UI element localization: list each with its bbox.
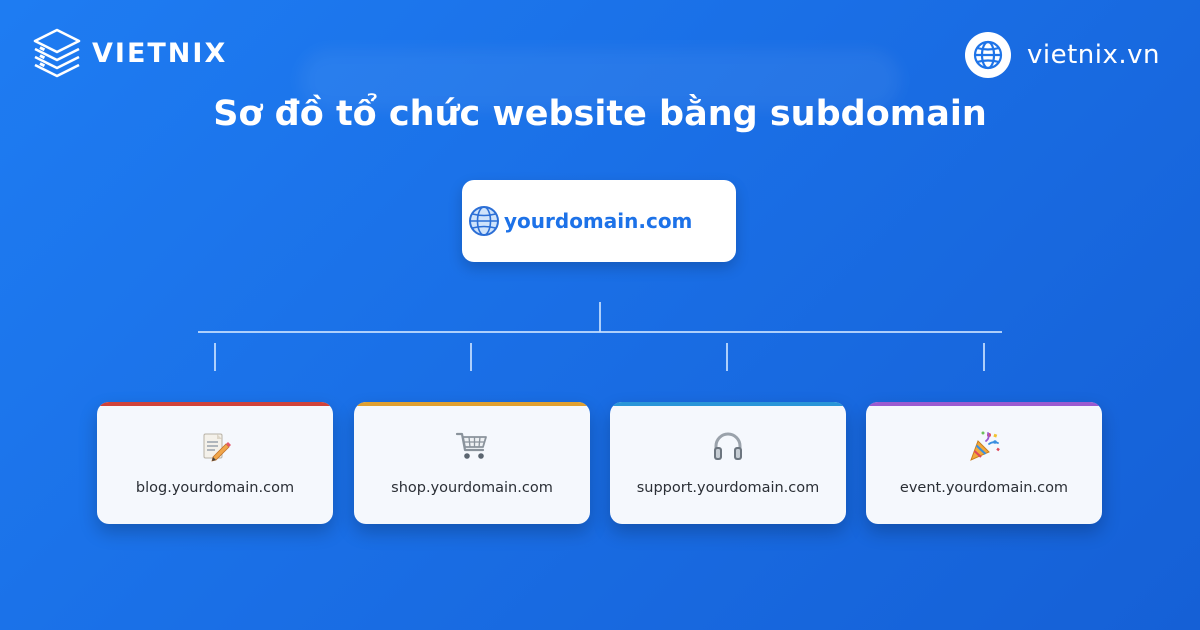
site-url[interactable]: vietnix.vn <box>964 32 1160 78</box>
connector-branch <box>214 343 216 371</box>
memo-pencil-icon <box>97 428 333 464</box>
page-title: Sơ đồ tổ chức website bằng subdomain <box>213 94 987 134</box>
subdomain-card-support: support.yourdomain.com <box>610 402 846 524</box>
root-domain-node: yourdomain.com <box>462 180 736 262</box>
subdomain-label: shop.yourdomain.com <box>391 480 553 496</box>
subdomain-label: support.yourdomain.com <box>636 480 820 496</box>
stacked-layers-icon <box>30 26 84 80</box>
globe-icon <box>964 32 1011 78</box>
shopping-cart-icon <box>354 428 590 464</box>
connector-branch <box>726 343 728 371</box>
subdomain-card-blog: blog.yourdomain.com <box>97 402 333 524</box>
card-accent-bar <box>610 402 846 406</box>
site-url-text: vietnix.vn <box>1026 40 1160 70</box>
subdomain-label: event.yourdomain.com <box>899 480 1069 496</box>
subdomain-card-event: event.yourdomain.com <box>866 402 1102 524</box>
vietnix-logo[interactable]: VIETNIX <box>30 26 227 80</box>
card-accent-bar <box>866 402 1102 406</box>
subdomain-label: blog.yourdomain.com <box>135 480 295 496</box>
connector-branch <box>983 343 985 371</box>
connector-trunk <box>599 302 601 332</box>
card-accent-bar <box>97 402 333 406</box>
header-glow <box>300 50 900 110</box>
party-popper-icon <box>866 428 1102 464</box>
card-accent-bar <box>354 402 590 406</box>
root-domain-label: yourdomain.com <box>504 209 693 233</box>
connector-branch <box>470 343 472 371</box>
headphones-icon <box>610 428 846 464</box>
connector-horizontal <box>198 331 1002 333</box>
globe-icon <box>468 205 500 237</box>
logo-text: VIETNIX <box>92 37 228 69</box>
subdomain-card-shop: shop.yourdomain.com <box>354 402 590 524</box>
